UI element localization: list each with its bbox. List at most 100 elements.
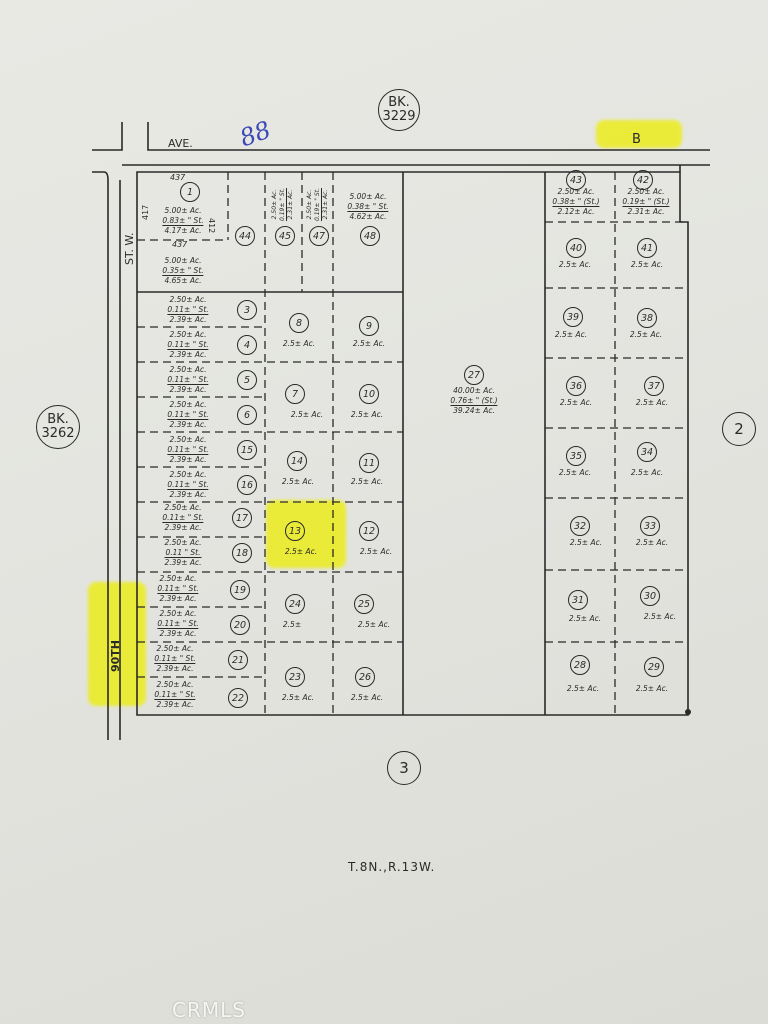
- acreage-line: 2.50± Ac.: [306, 189, 313, 220]
- acreage-line: 0.19± " St.: [314, 188, 322, 222]
- acreage-line: 2.5± Ac.: [284, 547, 318, 556]
- parcel-acreage: 2.50± Ac.0.11± " St.2.39± Ac.: [162, 503, 204, 533]
- acreage-line: 2.39± Ac.: [159, 629, 197, 638]
- parcel-acreage: 2.50± Ac.0.11± " St.2.39± Ac.: [157, 609, 199, 639]
- parcel-acreage: 2.5± Ac.: [282, 693, 314, 703]
- acreage-line: 2.5±: [282, 620, 302, 629]
- parcel-number: 45: [275, 226, 295, 246]
- acreage-line: 2.5± Ac.: [350, 693, 384, 702]
- watermark: CRMLS: [172, 998, 246, 1022]
- acreage-line: 2.5± Ac.: [635, 538, 669, 547]
- parcel-number: 10: [359, 384, 379, 404]
- book-3229-marker: BK. 3229: [378, 89, 420, 131]
- acreage-line: 2.5± Ac.: [281, 693, 315, 702]
- acreage-line: 0.11± " St.: [157, 619, 199, 629]
- acreage-line: 39.24± Ac.: [453, 406, 495, 415]
- acreage-line: 2.5± Ac.: [635, 684, 669, 693]
- parcel-acreage: 2.50± Ac.0.11± " St.2.39± Ac.: [157, 574, 199, 604]
- parcel-number: 31: [568, 590, 588, 610]
- acreage-line: 0.19± " (St.): [622, 197, 670, 207]
- parcel-number: 7: [285, 384, 305, 404]
- parcel-acreage: 40.00± Ac.0.76± " (St.)39.24± Ac.: [450, 386, 498, 416]
- parcel-acreage: 2.50± Ac.0.11± " St.2.39± Ac.: [154, 680, 196, 710]
- parcel-acreage: 2.50± Ac.0.19± " St.2.31± Ac.: [306, 188, 330, 222]
- parcel-number: 29: [644, 657, 664, 677]
- street-90th-label: 90TH: [109, 639, 122, 672]
- acreage-line: 2.50± Ac.: [169, 295, 207, 304]
- dimension-side-412: 412: [207, 218, 216, 234]
- parcel-acreage: 2.50± Ac.0.19± " (St.)2.31± Ac.: [622, 187, 670, 217]
- acreage-line: 0.11± " St.: [167, 480, 209, 490]
- acreage-line: 2.31± Ac.: [322, 189, 329, 220]
- acreage-line: 2.5± Ac.: [558, 260, 592, 269]
- acreage-line: 2.5± Ac.: [643, 612, 677, 621]
- acreage-line: 0.11± " St.: [154, 654, 196, 664]
- parcel-number: 14: [287, 451, 307, 471]
- acreage-line: 4.65± Ac.: [164, 276, 202, 285]
- parcel-acreage: 2.5± Ac.: [360, 547, 392, 557]
- parcel-acreage: 2.5± Ac.: [560, 398, 592, 408]
- parcel-number: 43: [566, 170, 586, 190]
- book-label: BK.: [388, 95, 410, 110]
- parcel-number: 22: [228, 688, 248, 708]
- acreage-line: 0.19± " St.: [279, 188, 287, 222]
- acreage-line: 5.00± Ac.: [164, 256, 202, 265]
- parcel-acreage: 2.5± Ac.: [559, 260, 591, 270]
- acreage-line: 0.83± " St.: [162, 216, 204, 226]
- parcel-acreage: 2.5± Ac.: [282, 477, 314, 487]
- acreage-line: 2.50± Ac.: [156, 644, 194, 653]
- parcel-number: 42: [633, 170, 653, 190]
- acreage-line: 2.50± Ac.: [164, 538, 202, 547]
- parcel-acreage: 2.5± Ac.: [559, 468, 591, 478]
- parcel-acreage: 2.5± Ac.: [353, 339, 385, 349]
- highlight-ave-b: [596, 120, 682, 148]
- acreage-line: 2.5± Ac.: [359, 547, 393, 556]
- acreage-line: 2.39± Ac.: [164, 558, 202, 567]
- parcel-number: 41: [637, 238, 657, 258]
- acreage-line: 2.39± Ac.: [169, 420, 207, 429]
- parcel-number: 36: [566, 376, 586, 396]
- acreage-line: 2.5± Ac.: [290, 410, 324, 419]
- parcel-acreage: 2.50± Ac.0.38± " (St.)2.12± Ac.: [552, 187, 600, 217]
- parcel-number: 8: [289, 313, 309, 333]
- parcel-number: 6: [237, 405, 257, 425]
- parcel-number: 23: [285, 667, 305, 687]
- acreage-line: 4.17± Ac.: [164, 226, 202, 235]
- acreage-line: 2.5± Ac.: [568, 614, 602, 623]
- acreage-line: 0.11± " St.: [154, 690, 196, 700]
- parcel-acreage: 2.5± Ac.: [636, 538, 668, 548]
- acreage-line: 2.5± Ac.: [630, 260, 664, 269]
- acreage-line: 2.39± Ac.: [156, 700, 194, 709]
- parcel-acreage: 2.50± Ac.0.11± " St.2.39± Ac.: [154, 644, 196, 674]
- acreage-line: 2.5± Ac.: [629, 330, 663, 339]
- parcel-acreage: 2.5± Ac.: [636, 398, 668, 408]
- acreage-line: 2.5± Ac.: [350, 410, 384, 419]
- parcel-number: 40: [566, 238, 586, 258]
- acreage-line: 2.5± Ac.: [635, 398, 669, 407]
- parcel-acreage: 2.5± Ac.: [630, 330, 662, 340]
- parcel-acreage: 2.5±: [283, 620, 301, 630]
- parcel-acreage: 2.5± Ac.: [555, 330, 587, 340]
- book-label: BK.: [47, 412, 69, 427]
- acreage-line: 2.50± Ac.: [164, 503, 202, 512]
- parcel-number: 30: [640, 586, 660, 606]
- acreage-line: 0.38± " St.: [347, 202, 389, 212]
- parcel-number: 21: [228, 650, 248, 670]
- parcel-acreage: 2.5± Ac.: [351, 693, 383, 703]
- parcel-acreage: 2.5± Ac.: [636, 684, 668, 694]
- book-number: 3229: [382, 109, 416, 124]
- acreage-line: 2.39± Ac.: [169, 455, 207, 464]
- acreage-line: 2.50± Ac.: [169, 470, 207, 479]
- book-number: 3262: [41, 426, 75, 441]
- parcel-acreage: 2.5± Ac.: [283, 339, 315, 349]
- parcel-number: 34: [637, 442, 657, 462]
- parcel-acreage: 5.00± Ac.0.38± " St.4.62± Ac.: [347, 192, 389, 222]
- parcel-acreage: 2.5± Ac.: [351, 410, 383, 420]
- acreage-line: 2.50± Ac.: [159, 609, 197, 618]
- parcel-number: 15: [237, 440, 257, 460]
- parcel-number: 28: [570, 655, 590, 675]
- acreage-line: 2.31± Ac.: [287, 189, 294, 220]
- acreage-line: 2.50± Ac.: [169, 435, 207, 444]
- parcel-acreage: 2.5± Ac.: [644, 612, 676, 622]
- parcel-number: 48: [360, 226, 380, 246]
